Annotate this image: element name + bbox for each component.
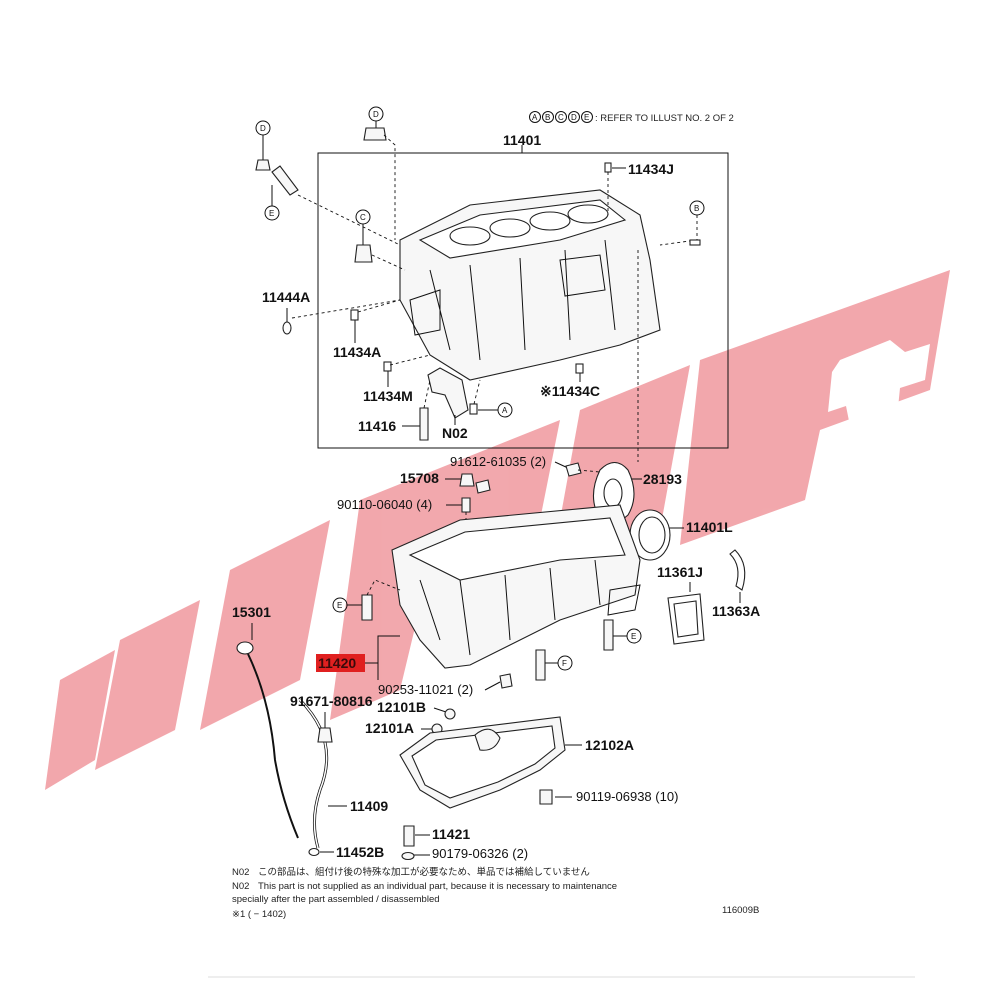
refer-note: : REFER TO ILLUST NO. 2 OF 2 [595,113,734,124]
label-11363A: 11363A [712,603,760,619]
svg-text:F: F [562,659,567,668]
watermark-shape-1 [45,650,115,790]
label-11444A: 11444A [262,289,310,305]
label-11416: 11416 [358,418,396,434]
svg-text:D: D [571,113,577,122]
label-90110-06040: 90110-06040 (4) [337,497,432,512]
svg-text:A: A [532,113,538,122]
label-N02: N02 [442,425,468,441]
svg-text:A: A [502,406,508,415]
watermark-shape-2 [95,600,200,770]
oil-pan [399,716,566,809]
label-91612-61035: 91612-61035 (2) [450,454,546,469]
engine-icon [828,340,930,426]
label-15708: 15708 [400,470,439,486]
label-11434J: 11434J [628,161,674,177]
svg-text:C: C [558,113,564,122]
diagram-id: 116009B [722,905,759,916]
note-2-code: N02 [232,881,249,892]
label-11361J: 11361J [657,564,703,580]
bearing-cap [427,367,469,419]
svg-text:E: E [337,601,342,610]
label-15301: 15301 [232,604,271,620]
note-1-code: N02 [232,867,249,878]
label-11434A: 11434A [333,344,381,360]
label-11401: 11401 [503,132,541,148]
label-11421: 11421 [432,826,470,842]
note-2-text-1: This part is not supplied as an individu… [258,881,617,892]
watermark-shape-4 [330,420,560,720]
svg-text:E: E [269,209,274,218]
svg-text:E: E [631,632,636,641]
svg-text:E: E [584,113,589,122]
label-90179-06326: 90179-06326 (2) [432,846,528,861]
label-12101B: 12101B [377,699,426,715]
lower-crankcase [391,504,641,669]
label-28193: 28193 [643,471,682,487]
label-90253-11021: 90253-11021 (2) [378,682,473,697]
label-90119-06938: 90119-06938 (10) [576,789,678,804]
svg-text:D: D [260,124,266,133]
note-3-text: ※1 ( − 1402) [232,909,286,920]
label-11434C: ※11434C [540,383,600,399]
note-1-text: この部品は、組付け後の特殊な加工が必要なため、単品では補給していません [258,866,590,878]
note-2-text-2: specially after the part assembled / dis… [232,894,440,905]
svg-text:B: B [545,113,550,122]
watermark-shape-6 [680,270,950,545]
footnotes: N02 この部品は、組付け後の特殊な加工が必要なため、単品では補給していません … [232,866,759,920]
label-11452B: 11452B [336,844,384,860]
label-11434M: 11434M [363,388,413,404]
svg-text:C: C [360,213,366,222]
label-12102A: 12102A [585,737,634,753]
block-group-frame [317,152,729,449]
watermark-shape-3 [200,520,330,730]
cylinder-block [399,189,661,381]
svg-text:D: D [373,110,379,119]
watermark-logo [45,270,950,790]
label-91671-80816: 91671-80816 [290,693,373,709]
label-12101A: 12101A [365,720,414,736]
refer-header: A B C D E : REFER TO ILLUST NO. 2 OF 2 [529,111,734,124]
label-11401L: 11401L [686,519,733,535]
highlight-11420 [316,654,365,672]
svg-text:B: B [694,204,699,213]
label-11409: 11409 [350,798,388,814]
label-11420: 11420 [318,655,356,671]
